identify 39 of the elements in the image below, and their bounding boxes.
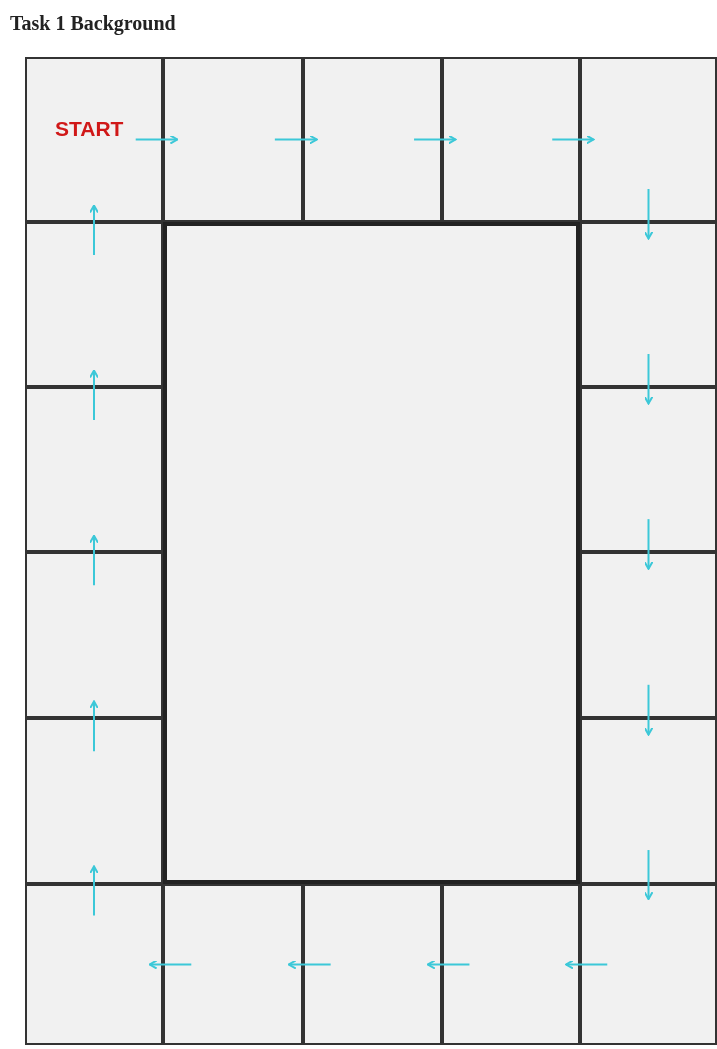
board-square <box>580 57 717 222</box>
board-square <box>580 222 717 387</box>
board-square <box>303 884 442 1045</box>
board-square <box>580 884 717 1045</box>
board-square <box>303 57 442 222</box>
start-label: START <box>55 117 124 141</box>
arrow <box>565 959 609 970</box>
arrow <box>551 134 595 145</box>
board-square <box>163 884 303 1045</box>
arrow <box>643 188 654 240</box>
arrow <box>134 134 179 145</box>
arrow <box>273 134 318 145</box>
arrow <box>148 959 193 970</box>
arrow <box>413 134 457 145</box>
board-square <box>25 387 163 552</box>
board-square <box>442 57 580 222</box>
board-square <box>163 57 303 222</box>
title: Task 1 Background <box>10 12 176 35</box>
arrow <box>89 865 99 917</box>
board-square <box>580 552 717 718</box>
arrow <box>643 849 654 901</box>
board-square <box>25 57 163 222</box>
center-space <box>163 222 580 884</box>
board-square <box>25 552 163 718</box>
arrow <box>89 534 99 587</box>
arrow <box>426 959 471 970</box>
arrow <box>89 204 99 256</box>
arrow <box>89 369 99 421</box>
arrow <box>643 353 654 405</box>
board-square <box>442 884 580 1045</box>
arrow <box>643 518 654 570</box>
board-square <box>580 718 717 884</box>
arrow <box>643 683 654 736</box>
board-square <box>580 387 717 552</box>
board-square <box>25 884 163 1045</box>
board-square <box>25 718 163 884</box>
arrow <box>287 959 332 970</box>
arrow <box>89 700 99 753</box>
board-square <box>25 222 163 387</box>
